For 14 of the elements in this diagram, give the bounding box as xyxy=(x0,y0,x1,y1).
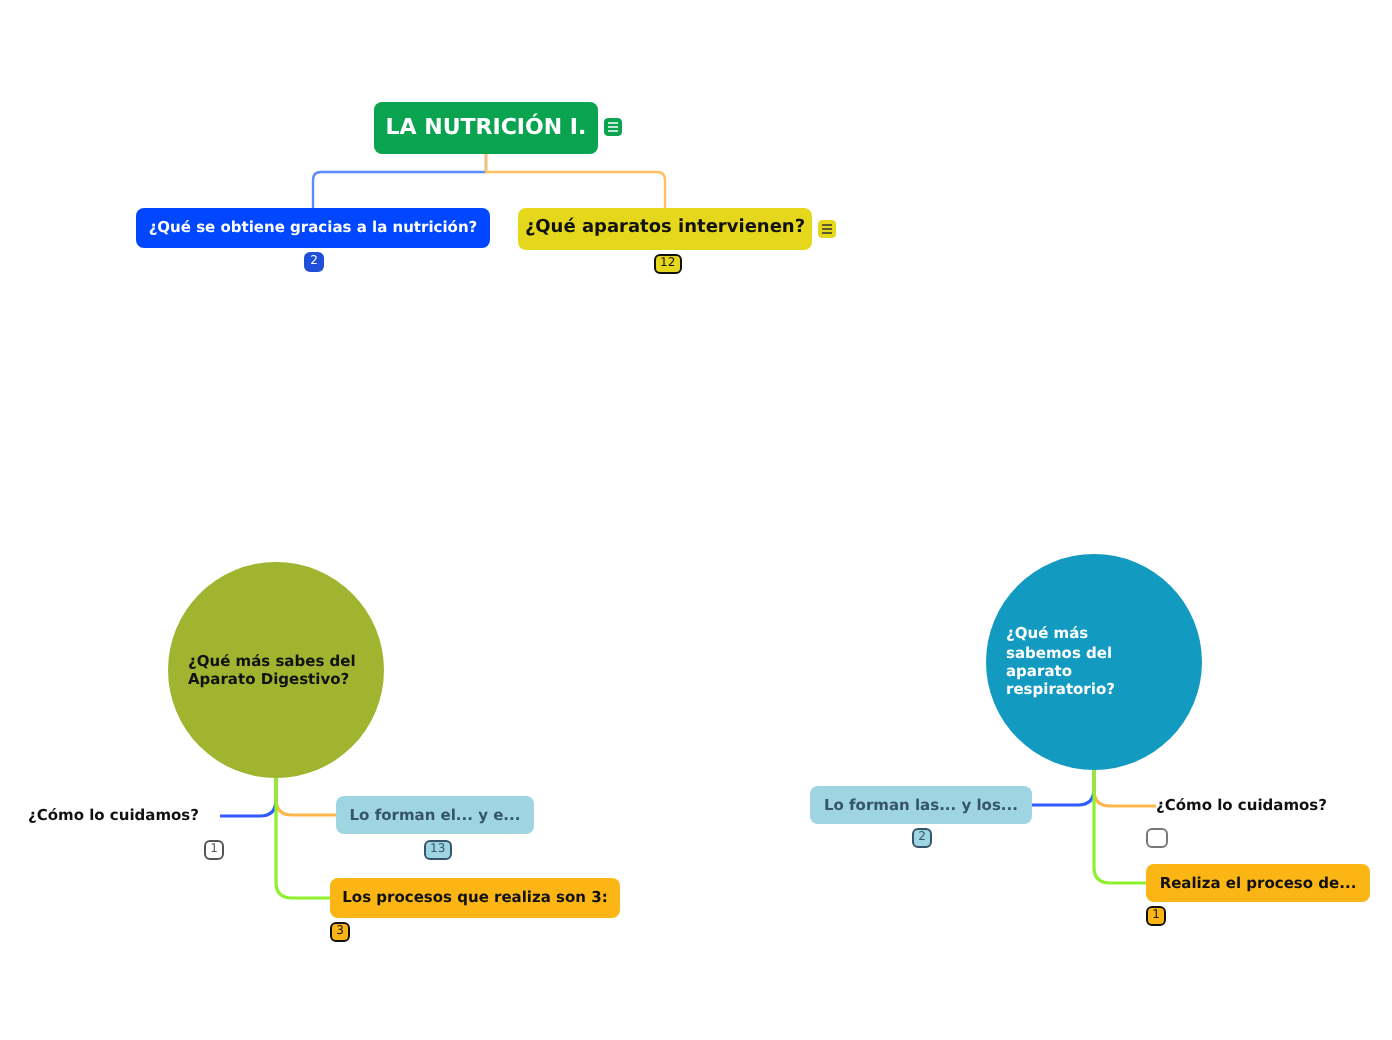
subtopic-box xyxy=(1146,864,1370,902)
node-label: ¿Qué aparatos intervienen? xyxy=(524,217,806,241)
subtopic-box xyxy=(330,878,620,918)
central-topic-box xyxy=(374,102,598,154)
topic-box xyxy=(136,208,490,248)
subtopic-box xyxy=(810,786,1032,824)
connector-line xyxy=(484,154,667,208)
topic-circle xyxy=(986,554,1202,770)
topic-circle xyxy=(168,562,384,778)
topic-box xyxy=(518,208,812,250)
subtopic-box xyxy=(336,796,534,834)
node-label: LA NUTRICIÓN I. xyxy=(385,114,587,142)
connector-line xyxy=(1092,770,1146,885)
connector-line xyxy=(274,778,330,900)
